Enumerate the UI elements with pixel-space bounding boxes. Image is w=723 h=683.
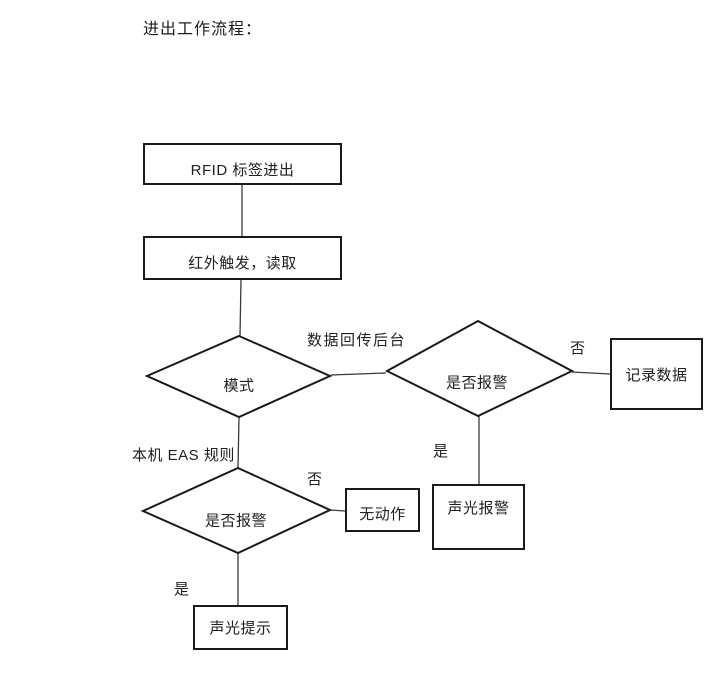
no-action-node: 无动作	[345, 488, 420, 532]
edge-label-backend-yes: 是	[433, 443, 449, 460]
backend-alarm-decision-diamond	[384, 319, 575, 418]
infrared-trigger-read-label: 红外触发，读取	[188, 254, 297, 272]
record-data-label: 记录数据	[625, 366, 688, 384]
edge-label-local-no: 否	[307, 471, 323, 488]
infrared-trigger-read-node: 红外触发，读取	[143, 236, 342, 280]
connector-local-no-to-no-action	[329, 509, 346, 512]
connector-mode-to-backend-decision	[330, 372, 387, 376]
connector-infrared-to-mode	[239, 279, 242, 337]
sound-light-prompt-node: 声光提示	[193, 605, 288, 650]
local-alarm-decision-label: 是否报警	[204, 512, 268, 530]
page-title: 进出工作流程：	[143, 21, 263, 38]
edge-label-backend-path: 数据回传后台	[307, 332, 407, 349]
rfid-tag-entry-exit-label: RFID 标签进出	[190, 161, 295, 179]
backend-alarm-decision-label: 是否报警	[445, 374, 509, 392]
record-data-node: 记录数据	[610, 338, 703, 410]
sound-light-alarm-node: 声光报警	[432, 484, 525, 550]
edge-label-local-eas-rule: 本机 EAS 规则	[132, 447, 235, 464]
connector-mode-to-local-decision	[237, 416, 240, 469]
sound-light-prompt-label: 声光提示	[209, 620, 272, 637]
mode-decision-diamond	[144, 334, 333, 419]
sound-light-alarm-label: 声光报警	[447, 500, 510, 517]
mode-decision-label: 模式	[223, 377, 255, 395]
edge-label-local-yes: 是	[174, 581, 190, 598]
local-alarm-decision-diamond	[140, 466, 333, 555]
connector-backend-no-to-record	[571, 371, 611, 375]
rfid-tag-entry-exit-node: RFID 标签进出	[143, 143, 342, 185]
no-action-label: 无动作	[359, 505, 406, 523]
edge-label-backend-no: 否	[570, 340, 586, 357]
